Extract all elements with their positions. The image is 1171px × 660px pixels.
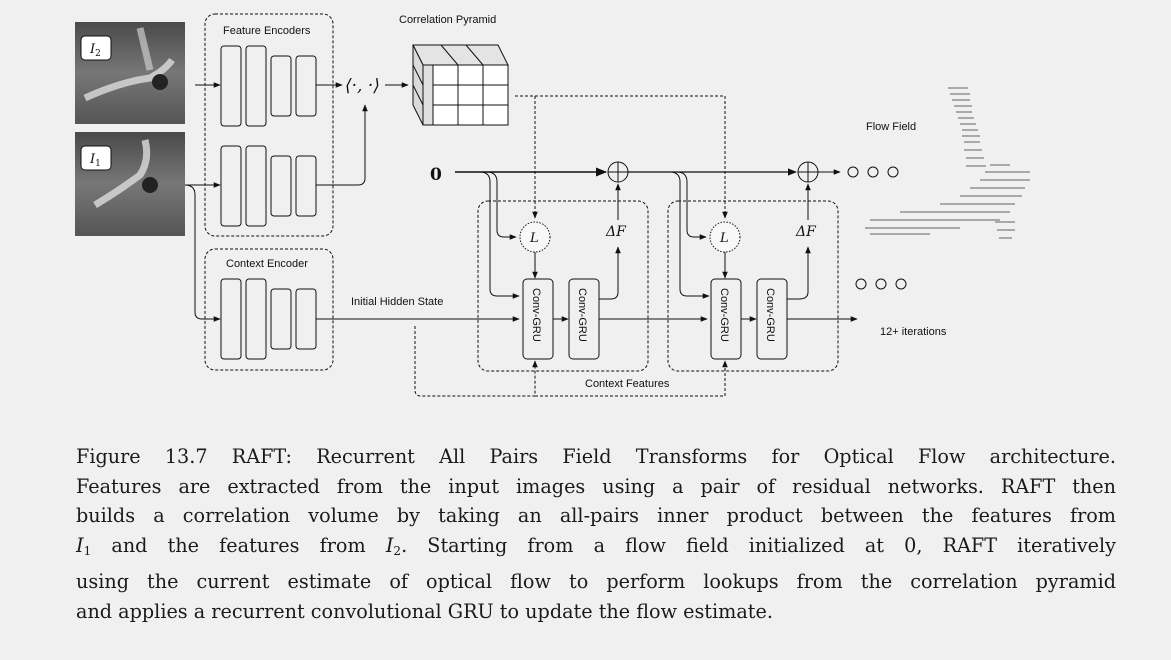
flow-field-image (865, 87, 1030, 239)
continuation-dots-bottom (855, 278, 907, 290)
arrow-i1-to-context (184, 184, 221, 322)
continuation-dots-top (847, 166, 899, 178)
lookup-line-1 (515, 95, 538, 219)
lookup-line-2 (535, 95, 728, 219)
raft-architecture-diagram: I2 I1 Feature Encoders Context Encoder (75, 13, 1030, 397)
correlation-pyramid: Correlation Pyramid (399, 14, 509, 126)
i2-label: I2 (89, 42, 101, 59)
initial-flow-zero: 0 (430, 165, 442, 185)
input-image-i1: I1 (75, 132, 185, 236)
inner-product-symbol: ⟨·, ·⟩ (345, 76, 380, 96)
figure-caption: Figure 13.7 RAFT: Recurrent All Pairs Fi… (76, 442, 1116, 626)
flow-to-gru-1 (479, 171, 520, 299)
delta-f-1: ΔF (605, 224, 627, 240)
conv-gru-2a-label: Conv-GRU (718, 288, 730, 342)
context-encoder: Context Encoder (204, 248, 334, 371)
lookup-node-1 (519, 221, 551, 253)
caption-line: and applies a recurrent convolutional GR… (76, 599, 773, 623)
flow-field-label: Flow Field (866, 121, 916, 133)
flow-to-lookup-1 (486, 171, 517, 240)
caption-line: Figure 13.7 RAFT: Recurrent All Pairs Fi… (76, 445, 1116, 468)
conv-gru-1a-label: Conv-GRU (530, 288, 542, 342)
caption-line: builds a correlation volume by taking an… (76, 504, 1116, 528)
context-encoder-label: Context Encoder (226, 258, 308, 270)
arrow-bottom-to-inner (316, 104, 368, 186)
feature-encoders-label: Feature Encoders (223, 25, 311, 37)
correlation-pyramid-label: Correlation Pyramid (399, 14, 496, 26)
lookup-node-2 (709, 221, 741, 253)
update-block-1: L Conv-GRU Conv-GRU ΔF (477, 183, 649, 372)
encoder-bottom (220, 145, 317, 227)
delta-f-2: ΔF (795, 224, 817, 240)
context-features-line-1 (414, 326, 538, 397)
update-block-2: L Conv-GRU Conv-GRU ΔF (667, 183, 839, 372)
feature-encoders: Feature Encoders (204, 13, 334, 237)
caption-i1: I1 (76, 534, 92, 559)
lookup-symbol-1: L (529, 231, 539, 246)
caption-line-4: I1 and the features from I2. Starting fr… (76, 534, 1117, 559)
iterations-label: 12+ iterations (880, 326, 947, 338)
caption-i2: I2 (385, 534, 402, 559)
i1-label: I1 (89, 152, 101, 169)
caption-line: Features are extracted from the input im… (76, 474, 1116, 498)
lookup-symbol-2: L (719, 231, 729, 246)
i2-label-box (80, 35, 112, 61)
input-image-i2: I2 (75, 22, 185, 124)
context-features-line-2 (535, 360, 728, 397)
caption-line: using the current estimate of optical fl… (76, 569, 1116, 593)
conv-gru-2b-label: Conv-GRU (764, 288, 776, 342)
encoder-top (220, 45, 317, 127)
i1-label-box (80, 145, 112, 171)
conv-gru-1b-label: Conv-GRU (576, 288, 588, 342)
context-features-label: Context Features (585, 378, 670, 390)
initial-hidden-state-label: Initial Hidden State (351, 296, 443, 308)
